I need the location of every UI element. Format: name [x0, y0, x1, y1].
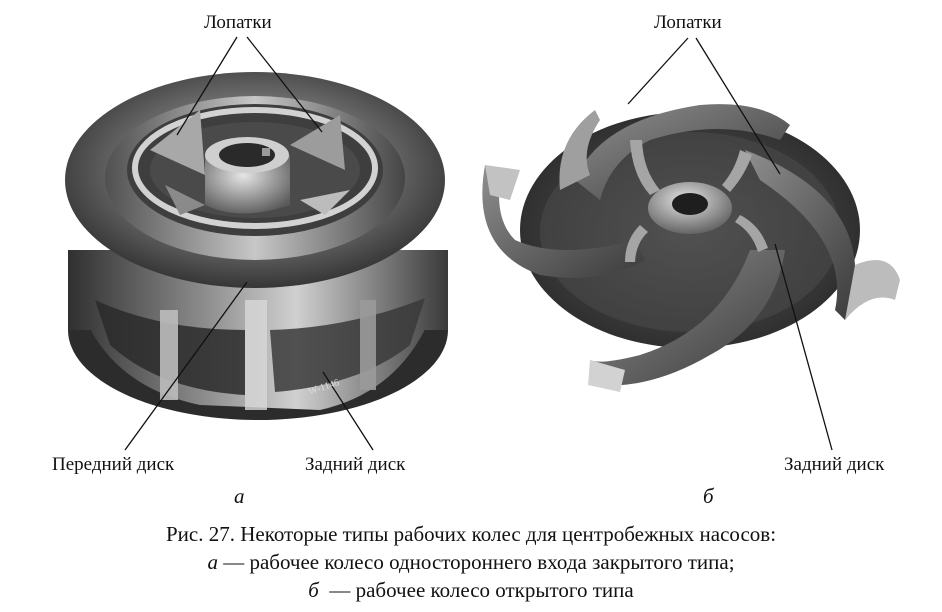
open-impeller-image	[482, 104, 900, 392]
figure-caption: Рис. 27. Некоторые типы рабочих колес дл…	[0, 520, 942, 604]
closed-impeller-image	[65, 72, 448, 420]
caption-line-3: б — рабочее колесо открытого типа	[0, 576, 942, 604]
caption-letter-b: б	[308, 578, 319, 602]
label-back-disk-left: Задний диск	[305, 454, 406, 475]
caption-letter-a: а	[207, 550, 218, 574]
label-front-disk: Передний диск	[52, 454, 175, 475]
caption-line-2: а — рабочее колесо одностороннего входа …	[0, 548, 942, 576]
sublabel-a: а	[234, 484, 245, 508]
caption-line-1: Рис. 27. Некоторые типы рабочих колес дл…	[165, 522, 777, 546]
caption-text-a: — рабочее колесо одностороннего входа за…	[217, 550, 735, 574]
caption-text-b: — рабочее колесо открытого типа	[318, 578, 634, 602]
sublabel-b: б	[703, 484, 714, 508]
label-blades-right: Лопатки	[654, 12, 722, 33]
label-blades-left: Лопатки	[204, 12, 272, 33]
label-back-disk-right: Задний диск	[784, 454, 885, 475]
leader-lines	[124, 36, 833, 451]
